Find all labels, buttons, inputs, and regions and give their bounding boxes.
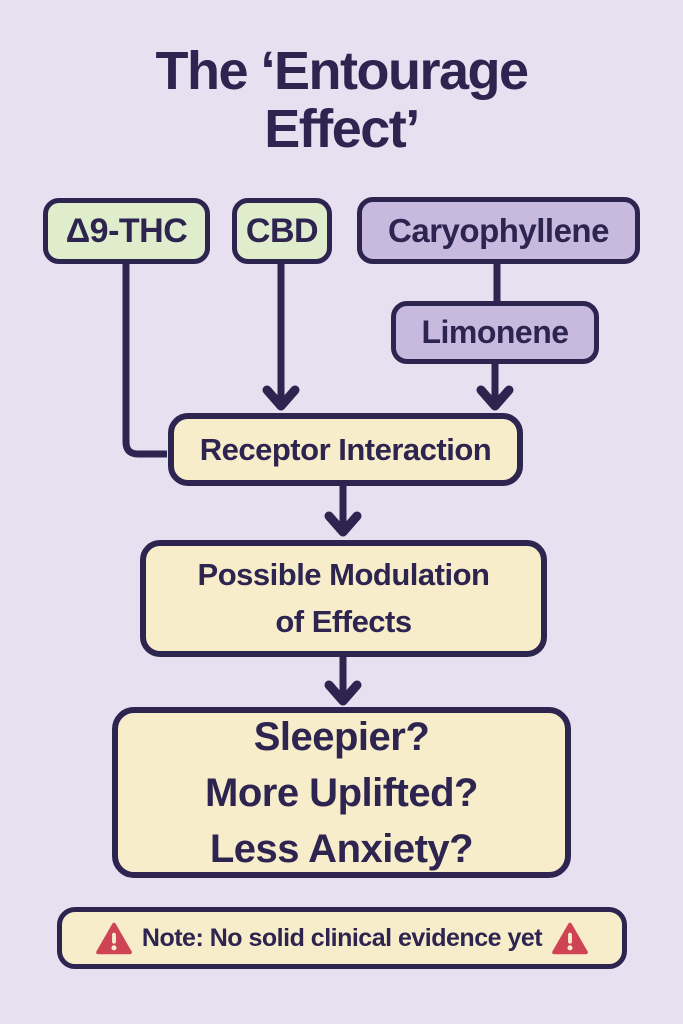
arrowhead-limonene — [476, 385, 514, 411]
arrowhead-receptor — [324, 511, 362, 537]
node-limonene: Limonene — [391, 301, 599, 364]
page-title: The ‘Entourage Effect’ — [155, 41, 529, 160]
node-possible-modulation-label: Possible Modulation of Effects — [197, 557, 490, 639]
node-outcomes-label: Sleepier? More Uplifted? Less Anxiety? — [205, 714, 478, 871]
node-limonene-label: Limonene — [421, 314, 569, 350]
node-outcomes: Sleepier? More Uplifted? Less Anxiety? — [112, 707, 571, 878]
node-caryophyllene: Caryophyllene — [357, 197, 640, 264]
disclaimer-note-text: Note: No solid clinical evidence yet — [141, 923, 543, 952]
disclaimer-note: Note: No solid clinical evidence yet — [57, 907, 627, 969]
node-receptor-interaction: Receptor Interaction — [168, 413, 523, 486]
node-receptor-interaction-label: Receptor Interaction — [199, 431, 492, 467]
connector-thc-to-receptor — [122, 262, 167, 458]
node-cbd-label: CBD — [245, 211, 319, 250]
node-possible-modulation: Possible Modulation of Effects — [140, 540, 547, 657]
warning-triangle-icon — [96, 922, 132, 954]
node-delta9-thc: Δ9-THC — [43, 198, 210, 264]
node-caryophyllene-label: Caryophyllene — [388, 211, 609, 249]
warning-triangle-icon — [552, 922, 588, 954]
arrowhead-modulation — [324, 680, 362, 706]
node-cbd: CBD — [232, 198, 332, 264]
arrowhead-cbd — [262, 385, 300, 411]
node-delta9-thc-label: Δ9-THC — [65, 211, 188, 250]
